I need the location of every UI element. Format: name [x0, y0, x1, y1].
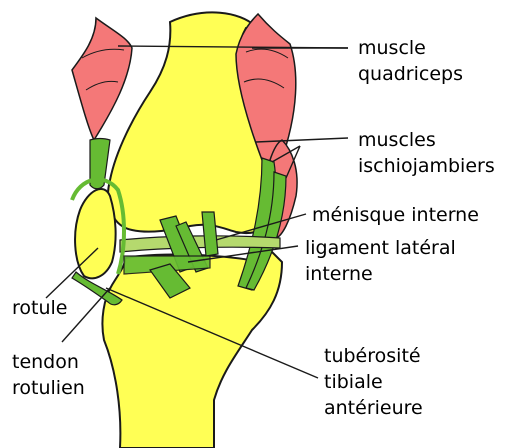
label-ligament-line1: ligament latéral: [305, 236, 456, 260]
label-tendon-line2: rotulien: [12, 376, 85, 400]
label-tuberosite-line1: tubérosité: [324, 344, 421, 368]
label-tuberosite-line2: tibiale: [324, 370, 383, 394]
label-ischio-line1: muscles: [358, 128, 436, 152]
quadriceps-muscle: [72, 18, 132, 140]
label-ligament-line2: interne: [305, 262, 373, 286]
label-tuberosite-line3: antérieure: [324, 396, 423, 420]
label-quadriceps-line2: quadriceps: [358, 62, 463, 86]
label-ischio-line2: ischiojambiers: [358, 154, 495, 178]
label-tendon-line1: tendon: [12, 350, 79, 374]
label-rotule: rotule: [12, 296, 67, 320]
label-quadriceps-line1: muscle: [358, 36, 426, 60]
label-menisque: ménisque interne: [312, 203, 479, 227]
